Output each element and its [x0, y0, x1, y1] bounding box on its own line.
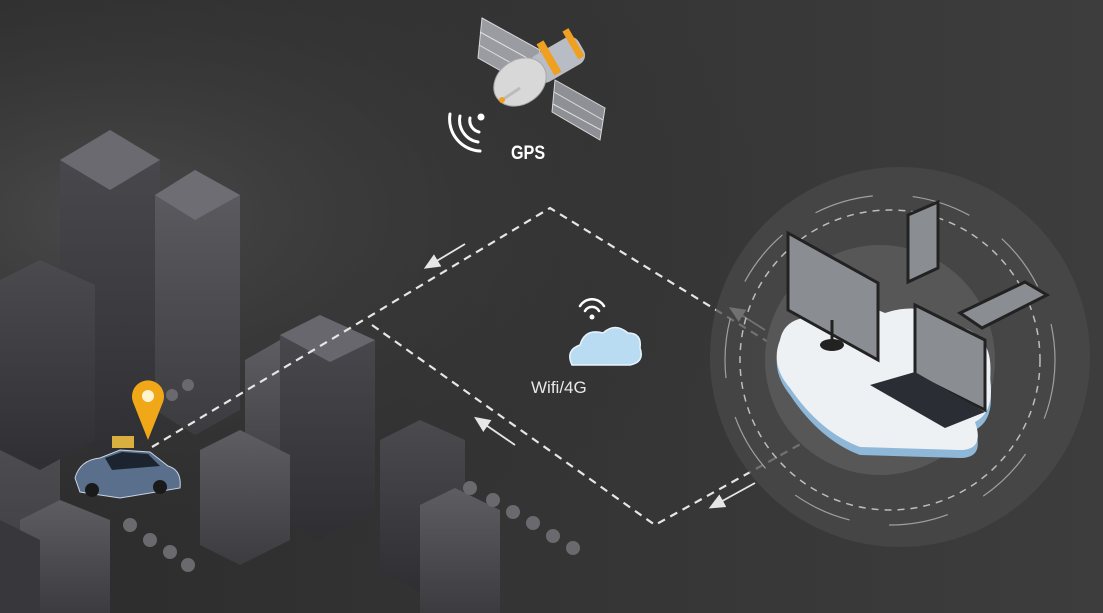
arrow-icon: [423, 243, 466, 269]
network-label: Wifi/4G: [531, 378, 587, 397]
cloud-platform: [710, 167, 1090, 547]
cloud-icon: [569, 326, 642, 366]
wifi-icon: [578, 297, 606, 320]
monitor-icon: [786, 230, 880, 363]
location-pin-icon: [132, 380, 164, 440]
satellite-icon: [477, 17, 606, 141]
phone-icon: [906, 199, 940, 285]
arrow-icon: [708, 482, 756, 509]
laptop-icon: [870, 302, 987, 428]
arrow-icon: [474, 416, 516, 446]
signal-waves-icon: [448, 112, 485, 153]
car-icon: [74, 436, 181, 499]
city-buildings: [0, 130, 580, 613]
tablet-icon: [956, 280, 1051, 330]
uplink-path: [151, 206, 779, 448]
gps-label: GPS: [511, 143, 546, 164]
